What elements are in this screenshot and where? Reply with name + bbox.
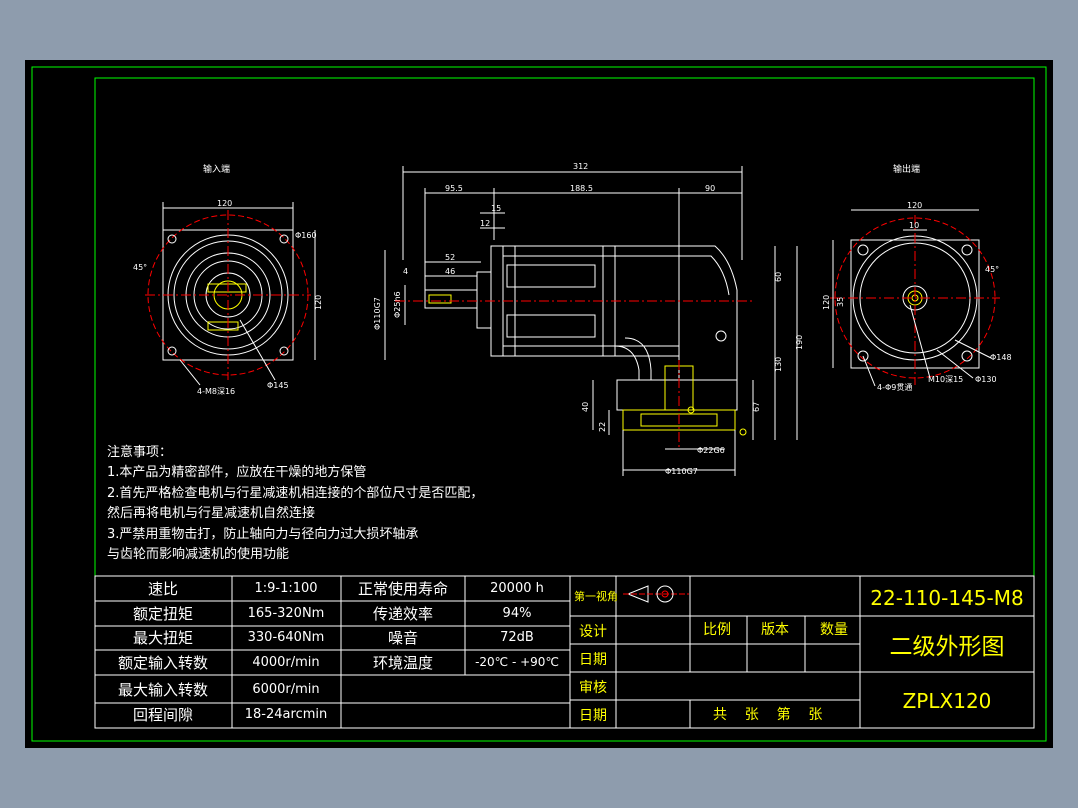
output-dim-d130: Φ130 <box>975 375 997 384</box>
spec-value-noise: 72dB <box>500 630 534 645</box>
drawing-sheet: 输入端 120 120 Φ160 45° Φ145 4-M8深16 <box>25 60 1053 748</box>
spec-value-max-torque: 330-640Nm <box>248 630 325 645</box>
side-dim-312: 312 <box>573 162 588 171</box>
title-block <box>569 575 1035 729</box>
input-end-view: 输入端 120 120 Φ160 45° Φ145 4-M8深16 <box>133 163 323 396</box>
side-dim-130: 130 <box>774 357 783 372</box>
drawing-number: 22-110-145-M8 <box>870 586 1023 610</box>
side-dim-15: 15 <box>491 204 501 213</box>
input-dim-d145: Φ145 <box>267 381 289 390</box>
spec-label-ratio: 速比 <box>148 580 178 598</box>
side-dim-90: 90 <box>705 184 715 193</box>
side-dim-52: 52 <box>445 253 455 262</box>
input-end-label: 输入端 <box>203 163 230 175</box>
output-dim-m10: M10深15 <box>928 375 963 384</box>
date-label-1: 日期 <box>579 652 607 668</box>
spec-label-efficiency: 传递效率 <box>373 605 433 623</box>
output-dim-120v: 120 <box>822 295 831 310</box>
note-line-3: 然后再将电机与行星减速机自然连接 <box>107 505 315 521</box>
spec-label-backlash: 回程间隙 <box>133 706 193 724</box>
spec-value-max-speed: 6000r/min <box>252 682 319 697</box>
version-label: 版本 <box>761 622 789 638</box>
side-dim-40: 40 <box>581 402 590 412</box>
output-holes: 4-Φ9贯通 <box>877 382 912 392</box>
sheet-count-label: 共 张 第 张 <box>713 706 822 723</box>
notes-block: 注意事项： 1.本产品为精密部件，应放在干燥的地方保管 2.首先严格检查电机与行… <box>107 444 483 562</box>
input-dim-120v: 120 <box>314 295 323 310</box>
output-dim-35: 35 <box>836 297 845 307</box>
spec-table <box>94 575 571 729</box>
spec-value-temperature: -20℃ - +90℃ <box>475 655 559 669</box>
side-dim-22: 22 <box>598 422 607 432</box>
side-dim-d110: Φ110G7 <box>373 297 382 330</box>
spec-label-temperature: 环境温度 <box>373 654 433 672</box>
drawing-name: 二级外形图 <box>890 634 1005 660</box>
title-block-text: 第一视角 设计 日期 审核 日期 比例 版本 数量 共 张 第 张 22-110… <box>574 586 1024 724</box>
drawing-canvas: 输入端 120 120 Φ160 45° Φ145 4-M8深16 <box>31 66 1047 742</box>
review-label: 审核 <box>579 680 607 696</box>
spec-label-max-speed: 最大输入转数 <box>118 681 208 699</box>
spec-label-rated-speed: 额定输入转数 <box>118 654 208 672</box>
side-dim-d110g7: Φ110G7 <box>665 467 698 476</box>
side-dim-12: 12 <box>480 219 490 228</box>
note-line-5: 与齿轮而影响减速机的使用功能 <box>107 546 289 562</box>
spec-label-rated-torque: 额定扭矩 <box>133 605 193 623</box>
spec-label-life: 正常使用寿命 <box>358 580 448 598</box>
date-label-2: 日期 <box>579 708 607 724</box>
scale-label: 比例 <box>703 622 731 638</box>
notes-title: 注意事项： <box>107 444 172 460</box>
spec-value-rated-speed: 4000r/min <box>252 655 319 670</box>
side-dim-60: 60 <box>774 272 783 282</box>
note-line-1: 1.本产品为精密部件，应放在干燥的地方保管 <box>107 464 366 480</box>
input-dim-45: 45° <box>133 263 147 272</box>
side-dim-d22g6: Φ22G6 <box>697 446 725 455</box>
projection-symbol <box>623 585 689 603</box>
side-dim-188_5: 188.5 <box>570 184 593 193</box>
outer-border <box>31 66 1047 742</box>
side-dim-4: 4 <box>403 267 408 276</box>
spec-label-noise: 噪音 <box>388 629 418 647</box>
output-dim-45: 45° <box>985 265 999 274</box>
note-line-4: 3.严禁用重物击打，防止轴向力与径向力过大损坏轴承 <box>107 526 418 542</box>
side-dim-46: 46 <box>445 267 455 276</box>
spec-value-backlash: 18-24arcmin <box>245 707 327 722</box>
input-dim-120: 120 <box>217 199 232 208</box>
output-end-label: 输出端 <box>893 163 920 175</box>
inner-border <box>94 77 1035 729</box>
output-dim-d148: Φ148 <box>990 353 1012 362</box>
input-holes: 4-M8深16 <box>197 387 235 396</box>
quantity-label: 数量 <box>820 622 848 638</box>
spec-table-text: 速比 1:9-1:100 正常使用寿命 20000 h 额定扭矩 165-320… <box>118 580 559 724</box>
input-dim-d160: Φ160 <box>295 231 317 240</box>
output-end-view: 输出端 120 10 120 35 45° Φ148 Φ130 M10深15 4… <box>822 163 1012 392</box>
side-dim-67: 67 <box>752 402 761 412</box>
spec-label-max-torque: 最大扭矩 <box>133 629 193 647</box>
output-dim-120: 120 <box>907 201 922 210</box>
side-dim-d25: Φ25h6 <box>393 291 402 318</box>
side-view: 312 95.5 188.5 90 15 12 52 46 4 Φ110G7 Φ… <box>373 162 804 476</box>
side-dim-190: 190 <box>795 335 804 350</box>
spec-value-rated-torque: 165-320Nm <box>248 606 325 621</box>
spec-value-efficiency: 94% <box>503 606 532 621</box>
output-dim-10: 10 <box>909 221 919 230</box>
model-number: ZPLX120 <box>903 689 992 713</box>
note-line-2: 2.首先严格检查电机与行星减速机相连接的个部位尺寸是否匹配， <box>107 485 483 501</box>
projection-label: 第一视角 <box>574 589 618 603</box>
side-dim-95_5: 95.5 <box>445 184 463 193</box>
spec-value-life: 20000 h <box>490 581 544 596</box>
spec-value-ratio: 1:9-1:100 <box>254 581 317 596</box>
design-label: 设计 <box>579 624 607 640</box>
